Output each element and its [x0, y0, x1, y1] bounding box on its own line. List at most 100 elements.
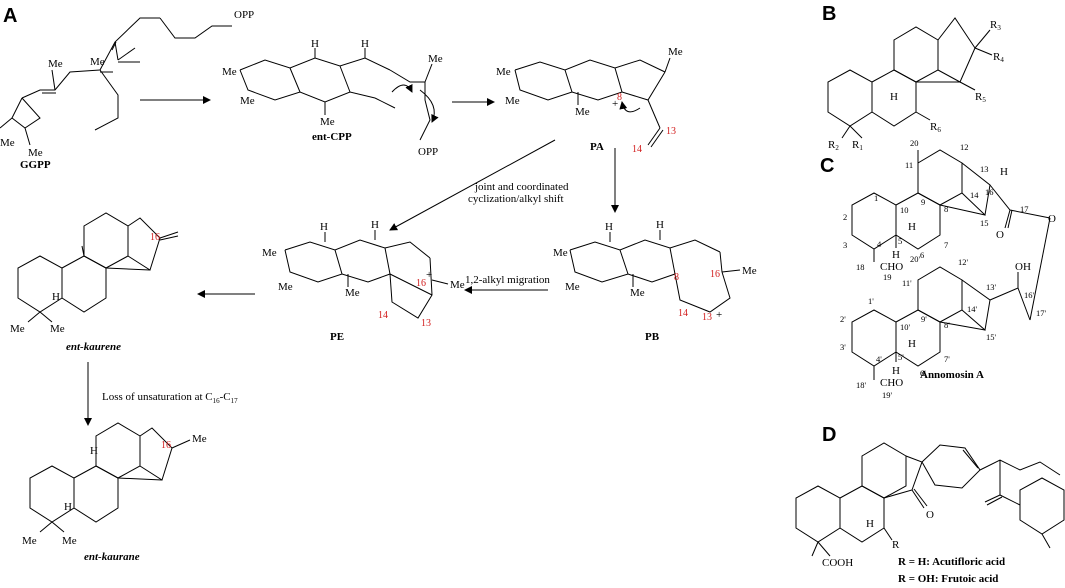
- panel-c-structure: H H H H H CHO CHO O O OH 1 2 3 4 5 6 7 8…: [840, 138, 1056, 400]
- annomosin-h-1: H: [1000, 166, 1008, 178]
- annomosin-cho-2: CHO: [880, 377, 903, 389]
- c-num-8p: 8': [944, 320, 950, 330]
- panel-d-r: R: [892, 539, 900, 551]
- panel-letter-d: D: [822, 424, 836, 446]
- kaurene-me-2: Me: [50, 323, 65, 335]
- c-num-17p: 17': [1036, 308, 1047, 318]
- panel-b-r5: R5: [975, 91, 986, 104]
- annomosin-h-3: H: [892, 249, 900, 261]
- ent-kaurane-label: ent-kaurane: [84, 551, 140, 563]
- c-num-5p: 5': [898, 352, 904, 362]
- c-num-14p: 14': [967, 304, 978, 314]
- pe-me-4: Me: [450, 279, 465, 291]
- label-migration: 1,2-alkyl migration: [465, 274, 550, 286]
- ent-cpp-label: ent-CPP: [312, 131, 352, 143]
- c-num-1: 1: [874, 193, 878, 203]
- c-num-3: 3: [843, 240, 847, 250]
- pa-c14: 14: [632, 144, 642, 155]
- ent-cpp-structure: H H Me Me Me Me OPP ent-CPP: [222, 38, 443, 158]
- panel-letter-c: C: [820, 155, 834, 177]
- c-num-20p: 20': [910, 254, 921, 264]
- panel-d-caption-1: R = H: Acutifloric acid: [898, 556, 1005, 568]
- panel-d-o: O: [926, 509, 934, 521]
- pa-me-2: Me: [505, 95, 520, 107]
- panel-d-structure: COOH O R H R = H: Acutifloric acid R = O…: [795, 442, 1065, 585]
- panel-d-h: H: [866, 518, 874, 530]
- pe-me-3: Me: [345, 287, 360, 299]
- arrow-pa-to-pe: [389, 139, 556, 231]
- c-num-5: 5: [898, 236, 902, 246]
- annomosin-oh: OH: [1015, 261, 1031, 273]
- pb-label: PB: [645, 331, 660, 343]
- c-num-10p: 10': [900, 322, 911, 332]
- pb-c16: 16: [710, 269, 720, 280]
- ggpp-opp: OPP: [234, 9, 254, 21]
- panel-b-structure: R3 R4 R5 R6 R1 R2 H: [827, 17, 1004, 152]
- pb-c14: 14: [678, 308, 688, 319]
- c-num-11p: 11': [902, 278, 912, 288]
- c-num-17: 17: [1020, 204, 1029, 214]
- kaurene-h: H: [52, 291, 60, 303]
- pe-h-2: H: [371, 219, 379, 231]
- c-num-9: 9: [921, 197, 925, 207]
- panel-b-r2: R2: [828, 139, 839, 152]
- c-num-10: 10: [900, 205, 909, 215]
- c-num-18: 18: [856, 262, 865, 272]
- ent-kaurene-structure: 16 H Me Me ent-kaurene: [10, 212, 179, 353]
- pb-h-2: H: [656, 219, 664, 231]
- panel-letter-a: A: [3, 5, 17, 27]
- c-num-12: 12: [960, 142, 969, 152]
- panel-b-r4: R4: [993, 51, 1004, 64]
- kaurene-c16: 16: [150, 232, 160, 243]
- panel-d-cooh: COOH: [822, 557, 853, 569]
- annomosin-h-5: H: [892, 365, 900, 377]
- cpp-me-3: Me: [320, 116, 335, 128]
- annomosin-o-1: O: [996, 229, 1004, 241]
- pa-structure: Me Me Me Me 8 + 13 14 PA: [496, 46, 683, 155]
- panel-letter-b: B: [822, 3, 836, 25]
- c-num-19p: 19': [882, 390, 893, 400]
- c-num-2: 2: [843, 212, 847, 222]
- pe-label: PE: [330, 331, 344, 343]
- c-num-8: 8: [944, 204, 948, 214]
- c-num-1p: 1': [868, 296, 874, 306]
- pb-c13: 13: [702, 312, 712, 323]
- c-num-7: 7: [944, 240, 948, 250]
- pa-me-3: Me: [575, 106, 590, 118]
- pe-c13: 13: [421, 318, 431, 329]
- ggpp-structure: Me Me Me Me OPP GGPP: [0, 9, 254, 171]
- annomosin-h-4: H: [908, 338, 916, 350]
- panel-b-h: H: [890, 91, 898, 103]
- panel-b-r1: R1: [852, 139, 863, 152]
- kaurane-me-2: Me: [22, 535, 37, 547]
- pb-structure: H H Me Me Me Me 8 16 14 13 + PB: [553, 219, 757, 343]
- pb-me-4: Me: [742, 265, 757, 277]
- pb-me-1: Me: [553, 247, 568, 259]
- kaurene-me-1: Me: [10, 323, 25, 335]
- c-num-18p: 18': [856, 380, 867, 390]
- pa-me-1: Me: [496, 66, 511, 78]
- pb-c8: 8: [674, 272, 679, 283]
- annomosin-label: Annomosin A: [920, 369, 984, 381]
- c-num-16: 16: [985, 187, 994, 197]
- c-num-13: 13: [980, 164, 989, 174]
- cpp-me-4: Me: [428, 53, 443, 65]
- cpp-h-1: H: [311, 38, 319, 50]
- pb-me-3: Me: [630, 287, 645, 299]
- c-num-11: 11: [905, 160, 913, 170]
- c-num-12p: 12': [958, 257, 969, 267]
- pb-plus: +: [716, 309, 722, 321]
- c-num-6p: 6': [920, 368, 926, 378]
- annomosin-cho-1: CHO: [880, 261, 903, 273]
- ggpp-label: GGPP: [20, 159, 51, 171]
- pe-h-1: H: [320, 221, 328, 233]
- c-num-6: 6: [920, 250, 924, 260]
- c-num-3p: 3': [840, 342, 846, 352]
- kaurane-me-1: Me: [192, 433, 207, 445]
- kaurane-c16: 16: [161, 440, 171, 451]
- c-num-14: 14: [970, 190, 979, 200]
- pe-c16: 16: [416, 278, 426, 289]
- label-joint-2: cyclization/alkyl shift: [468, 193, 564, 205]
- annomosin-o-2: O: [1048, 213, 1056, 225]
